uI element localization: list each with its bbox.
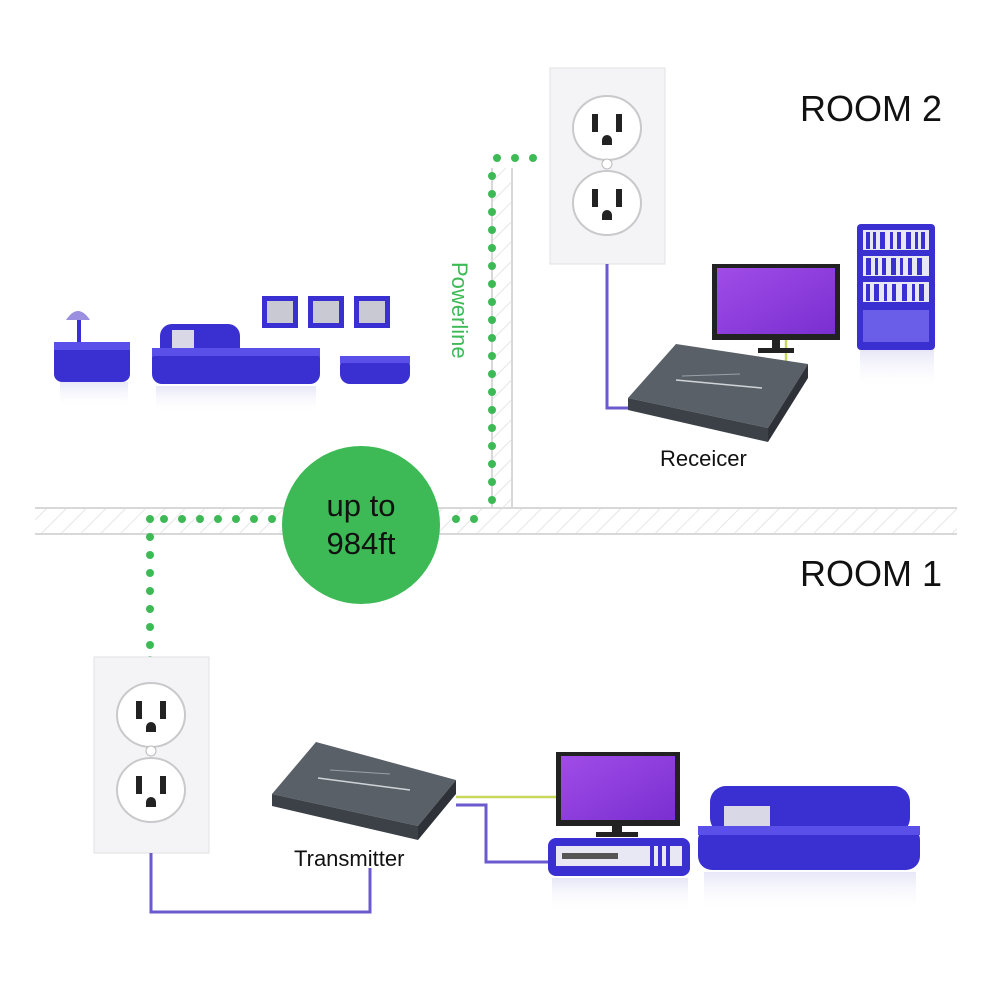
room2-label: ROOM 2: [800, 88, 943, 129]
room1-sofa: [698, 786, 920, 912]
transmitter-to-tv-cable: [456, 803, 556, 864]
receiver-label: Receicer: [660, 446, 747, 471]
receiver-power-cable: [605, 264, 632, 410]
powerline-top-run: [493, 154, 537, 162]
powerline-vertical-run: [488, 172, 496, 504]
room2-bookshelf: [857, 224, 935, 390]
room-divider-wall: [35, 168, 957, 535]
power-cables: [149, 264, 632, 914]
outlet-room1: [93, 656, 210, 854]
transmitter-device: [272, 742, 456, 840]
room2-picture-frames: [262, 296, 390, 328]
room1-tv: [556, 752, 680, 837]
receiver-device: [628, 344, 808, 442]
distance-badge-line1: up to: [326, 488, 396, 523]
powerline-down-run: [146, 533, 154, 664]
room1-tv-stand: [548, 838, 690, 912]
transmitter-label: Transmitter: [294, 846, 405, 871]
room2-sofa: [152, 324, 320, 414]
room1-label: ROOM 1: [800, 553, 943, 594]
outlet-room2: [549, 67, 666, 265]
transmitter-power-cable: [149, 853, 372, 914]
room2-lamp-table: [54, 311, 130, 408]
room2-tv: [712, 264, 840, 353]
powerline-horizontal-run: [146, 515, 478, 523]
distance-badge: up to 984ft: [282, 446, 440, 604]
room2-ottoman: [340, 356, 410, 384]
powerline-label: Powerline: [447, 262, 472, 359]
distance-badge-line2: 984ft: [326, 526, 396, 561]
